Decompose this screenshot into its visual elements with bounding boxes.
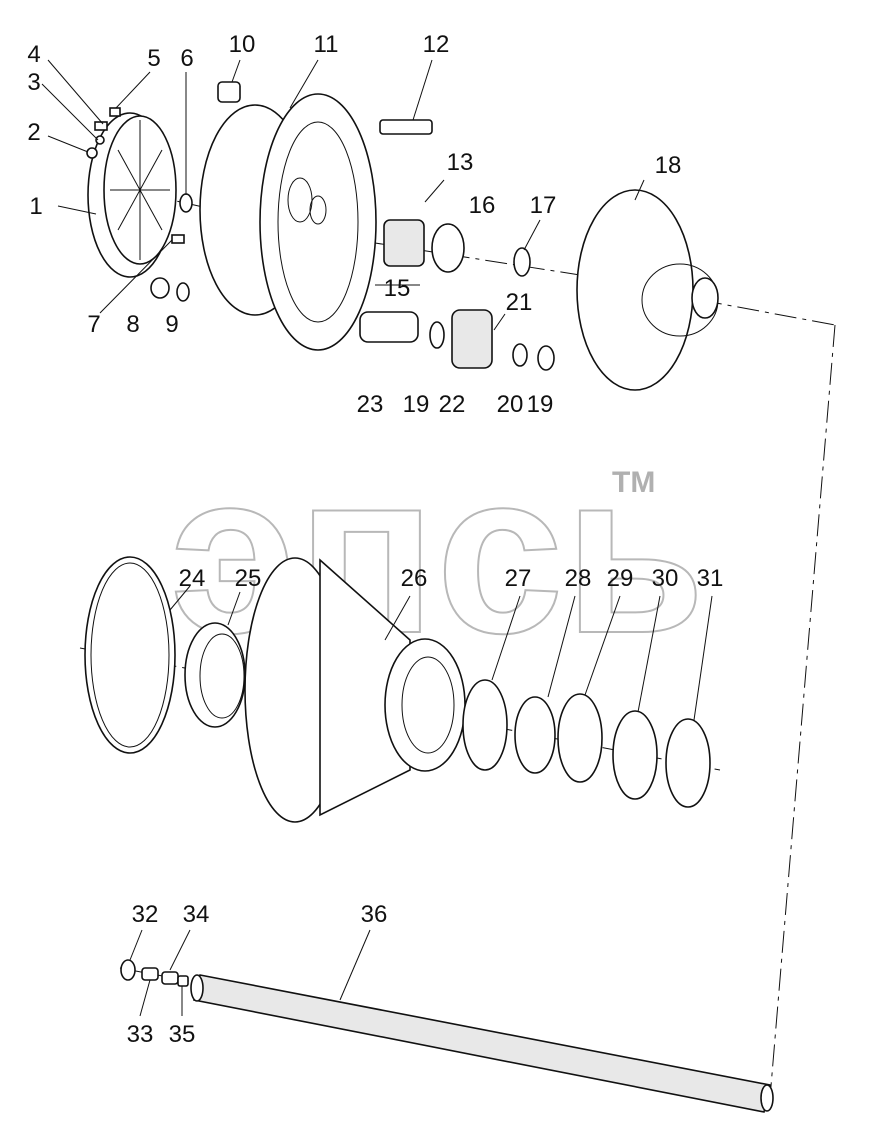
callout-labels: 1 2 3 4 5 6 7 8 9 10 11 12 13 15 16 17 1… xyxy=(27,31,723,1048)
watermark-trademark: TM xyxy=(612,466,655,499)
parts-6-9 xyxy=(150,193,193,302)
callout-17: 17 xyxy=(530,192,557,219)
callout-35: 35 xyxy=(169,1021,196,1048)
callout-30: 30 xyxy=(652,565,679,592)
parts-24-25 xyxy=(84,556,246,754)
part-1-cover xyxy=(87,112,177,278)
callout-2: 2 xyxy=(27,119,40,146)
callout-16: 16 xyxy=(469,192,496,219)
callout-19a: 19 xyxy=(403,391,430,418)
callout-15: 15 xyxy=(384,275,411,302)
callout-1: 1 xyxy=(29,193,42,220)
part-26-hub xyxy=(244,557,466,823)
callout-6: 6 xyxy=(180,45,193,72)
callout-18: 18 xyxy=(655,152,682,179)
callout-20: 20 xyxy=(497,391,524,418)
parts-32-36-shaft xyxy=(120,959,774,1113)
parts-2-5-bolts xyxy=(86,107,121,159)
callout-11: 11 xyxy=(314,31,339,58)
callout-19b: 19 xyxy=(527,391,554,418)
callout-10: 10 xyxy=(229,31,256,58)
callout-29: 29 xyxy=(607,565,634,592)
callout-33: 33 xyxy=(127,1021,154,1048)
callout-13: 13 xyxy=(447,149,474,176)
callout-36: 36 xyxy=(361,901,388,928)
callout-5: 5 xyxy=(147,45,160,72)
callout-25: 25 xyxy=(235,565,262,592)
callout-8: 8 xyxy=(126,311,139,338)
callout-7: 7 xyxy=(87,311,100,338)
callout-34: 34 xyxy=(183,901,210,928)
callout-23: 23 xyxy=(357,391,384,418)
callout-4: 4 xyxy=(27,41,40,68)
callout-3: 3 xyxy=(27,69,40,96)
part-18-drum xyxy=(576,189,719,391)
callout-21: 21 xyxy=(506,289,533,316)
callout-26: 26 xyxy=(401,565,428,592)
rings-27-31 xyxy=(462,679,711,808)
parts-10-12 xyxy=(217,81,433,135)
callout-12: 12 xyxy=(423,31,450,58)
part-11-housing xyxy=(199,93,377,351)
callout-31: 31 xyxy=(697,565,724,592)
callout-22: 22 xyxy=(439,391,466,418)
callout-32: 32 xyxy=(132,901,159,928)
callout-28: 28 xyxy=(565,565,592,592)
planetary-gears xyxy=(359,219,555,371)
leader-lines xyxy=(41,59,713,1017)
callout-27: 27 xyxy=(505,565,532,592)
callout-9: 9 xyxy=(165,311,178,338)
callout-24: 24 xyxy=(179,565,206,592)
